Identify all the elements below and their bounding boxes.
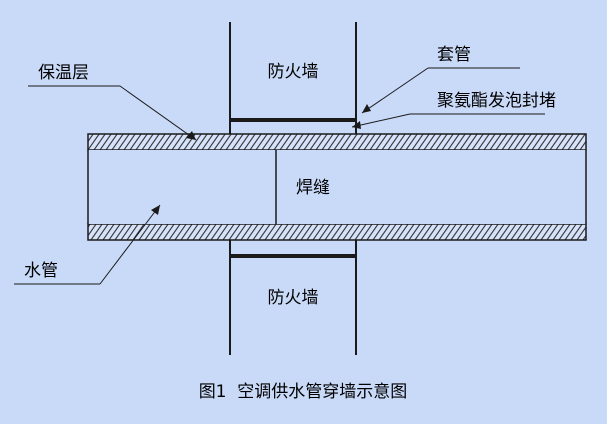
- insulation-label: 保温层: [38, 63, 89, 83]
- foam-seal-leader: [351, 113, 411, 128]
- figure-caption: 图1 空调供水管穿墙示意图: [199, 382, 408, 402]
- foam-seal-label: 聚氨酯发泡封堵: [437, 91, 556, 111]
- sleeve-leader: [361, 67, 429, 114]
- fire-wall-bottom: 防火墙: [229, 244, 357, 355]
- water-pipe-label: 水管: [24, 261, 58, 281]
- insulation-leader: [119, 85, 197, 141]
- water-pipe-body: [88, 150, 586, 224]
- fire-wall-top-label: 防火墙: [268, 62, 319, 82]
- sleeve-top: [230, 118, 356, 122]
- sleeve-bottom: [230, 254, 356, 258]
- weld-seam-label: 焊缝: [296, 178, 330, 198]
- sleeve-label: 套管: [437, 45, 471, 65]
- fire-wall-top: 防火墙: [229, 22, 357, 118]
- water-pipe-leader: [99, 204, 161, 285]
- insulation-bottom-band: [87, 223, 587, 241]
- insulation-top-band: [87, 133, 587, 151]
- fire-wall-bottom-label: 防火墙: [268, 288, 319, 308]
